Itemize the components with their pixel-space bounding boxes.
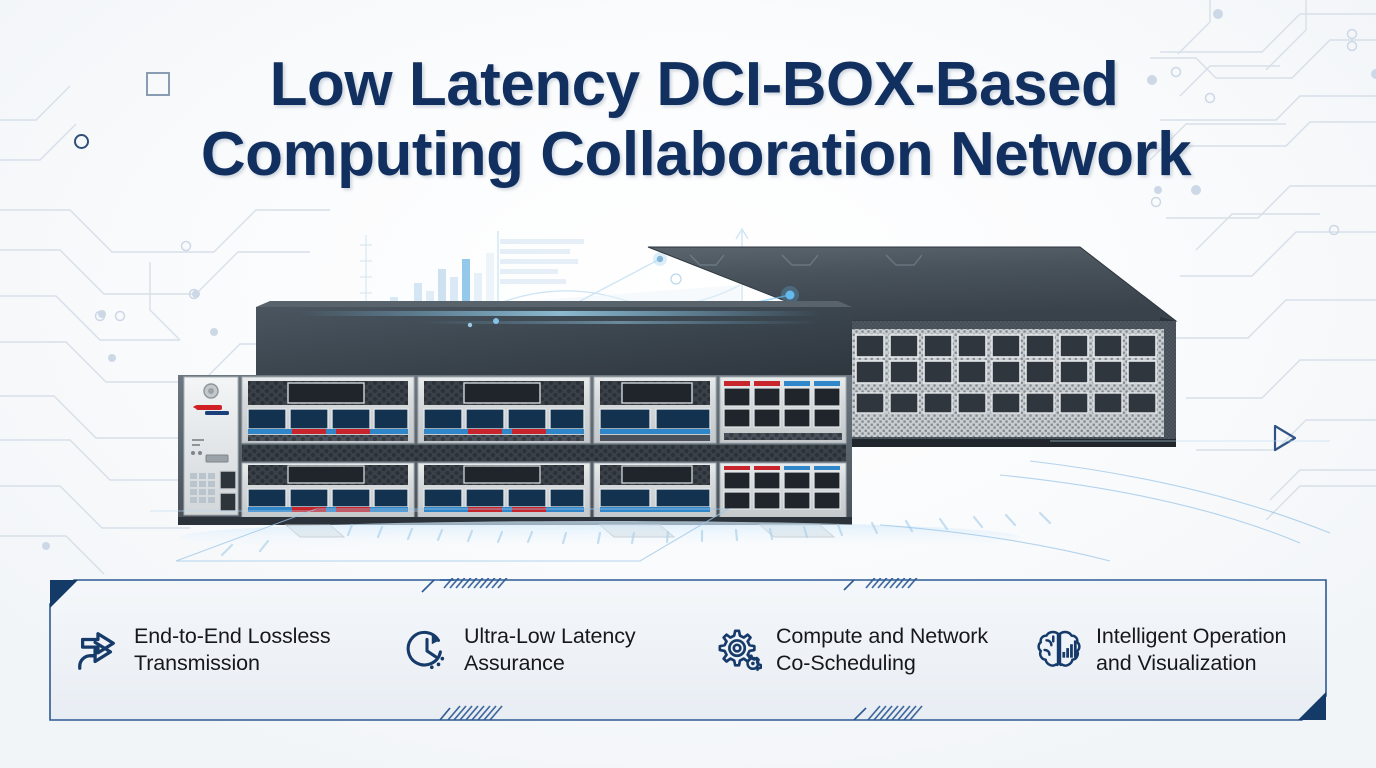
- qsfp-port-bank: [848, 329, 1164, 437]
- feature-item-latency[interactable]: Ultra-Low Latency Assurance: [404, 623, 716, 677]
- title-line-2: Computing Collaboration Network: [200, 120, 1192, 189]
- front-dci-box-chassis: [178, 301, 852, 538]
- title-line-1: Low Latency DCI-BOX-Based: [269, 50, 1119, 119]
- line-card: [417, 376, 591, 444]
- feature-label: Compute and Network Co-Scheduling: [776, 624, 989, 675]
- double-arrow-right-icon: [74, 627, 120, 673]
- feature-bar-frame: [48, 573, 1328, 722]
- line-card: [593, 462, 717, 520]
- feature-item-co-scheduling[interactable]: Compute and Network Co-Scheduling: [716, 623, 1036, 677]
- feature-item-intelligent-ops[interactable]: Intelligent Operation and Visualization: [1036, 623, 1336, 677]
- circle-outline-decoration: [74, 134, 89, 149]
- line-card: [241, 462, 415, 520]
- port-module: [719, 376, 847, 444]
- feature-label: Intelligent Operation and Visualization: [1096, 624, 1287, 675]
- line-card: [241, 376, 415, 444]
- port-module: [719, 462, 847, 520]
- line-card-array: [241, 376, 847, 520]
- feature-label: End-to-End Lossless Transmission: [134, 624, 331, 675]
- hardware-illustration: [0, 225, 1376, 565]
- gears-icon: [716, 627, 762, 673]
- page-title: Low Latency DCI-BOX-Based Computing Coll…: [0, 50, 1376, 190]
- line-card: [417, 462, 591, 520]
- square-outline-decoration: [146, 72, 170, 96]
- feature-list: End-to-End Lossless Transmission: [48, 578, 1328, 722]
- rear-rack-switch: [647, 246, 1178, 447]
- clock-refresh-icon: [404, 627, 450, 673]
- feature-label: Ultra-Low Latency Assurance: [464, 624, 636, 675]
- feature-item-lossless[interactable]: End-to-End Lossless Transmission: [74, 623, 404, 677]
- management-panel: [183, 376, 239, 516]
- line-card: [593, 376, 717, 444]
- feature-bar: End-to-End Lossless Transmission: [48, 573, 1328, 722]
- brain-analytics-icon: [1036, 627, 1082, 673]
